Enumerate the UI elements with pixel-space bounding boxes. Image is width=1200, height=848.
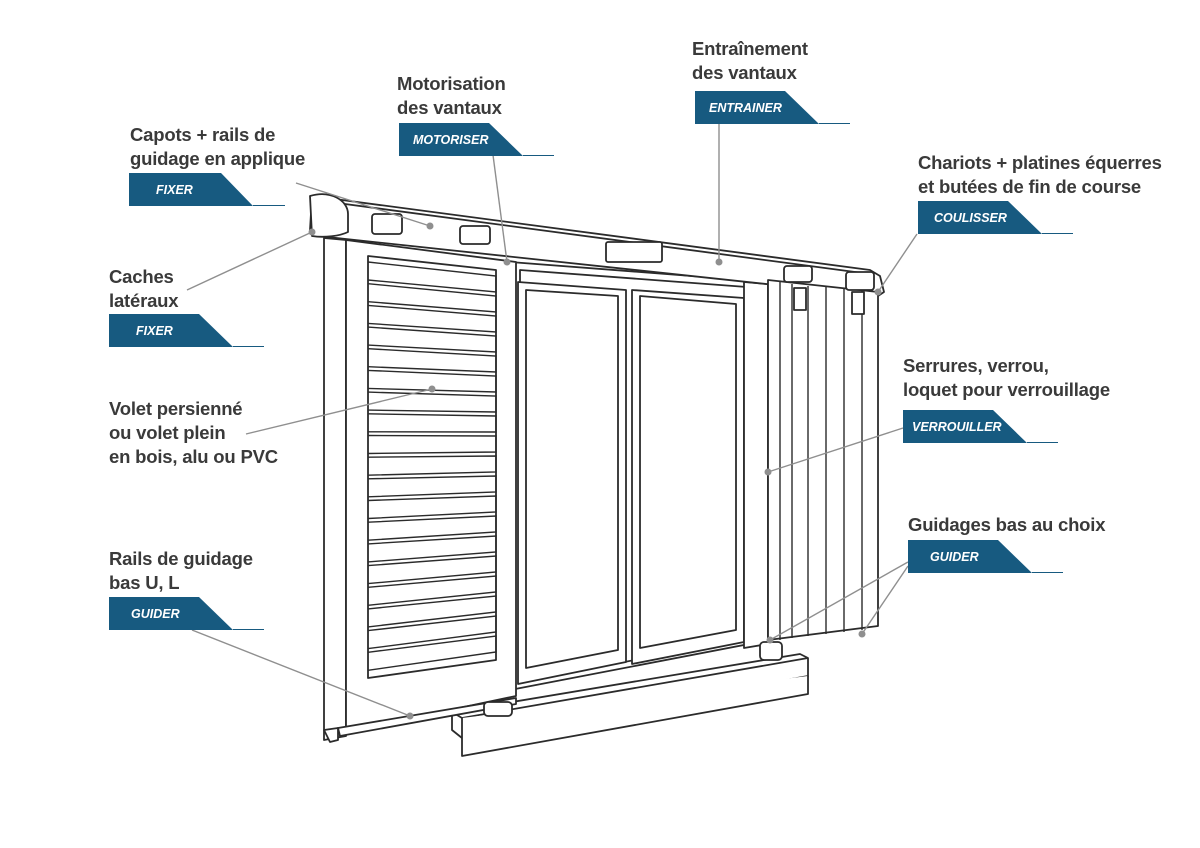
right-glass-door <box>631 289 745 665</box>
bottom-rail-left <box>337 697 517 737</box>
tag-label: GUIDER <box>930 550 979 564</box>
louver-slat <box>367 261 497 293</box>
leader-line <box>877 233 918 293</box>
leader-dot <box>308 228 316 236</box>
leader-dot <box>766 636 774 644</box>
louver-slat <box>367 555 497 585</box>
left-glass-door <box>517 281 627 685</box>
leader-line <box>245 388 433 435</box>
tag-label: FIXER <box>156 183 193 197</box>
label-line: Entraînement <box>692 38 808 59</box>
tag-guider-bas: GUIDER <box>908 540 1063 574</box>
tag-label: ENTRAINER <box>709 101 782 115</box>
louver-slat <box>367 304 497 333</box>
label-line: Serrures, verrou, <box>903 355 1049 376</box>
tag-guider-rails: GUIDER <box>109 597 264 631</box>
louver-slat <box>367 283 497 313</box>
leader-dot <box>874 288 882 296</box>
bottom-roller-left <box>483 701 513 717</box>
label-chariots: Chariots + platines équerres et butées d… <box>918 151 1162 199</box>
leader-line <box>492 154 508 263</box>
louver-slat <box>367 455 497 476</box>
label-serrures: Serrures, verrou, loquet pour verrouilla… <box>903 354 1110 402</box>
tag-label: COULISSER <box>934 211 1007 225</box>
leader-line <box>191 629 411 717</box>
label-capots: Capots + rails de guidage en applique <box>130 123 305 171</box>
leader-line <box>295 182 431 227</box>
leader-dot <box>764 468 772 476</box>
label-line: loquet pour verrouillage <box>903 379 1110 400</box>
louver-slat <box>367 495 497 520</box>
leader-dot <box>406 712 414 720</box>
leader-line <box>769 561 909 641</box>
tag-fixer-caches: FIXER <box>109 314 264 348</box>
label-motorisation: Motorisation des vantaux <box>397 72 506 120</box>
louver-slat <box>367 391 497 413</box>
tag-verrouiller: VERROUILLER <box>903 410 1058 444</box>
leader-line <box>767 427 904 473</box>
label-guidages-bas: Guidages bas au choix <box>908 513 1106 537</box>
louver-slat <box>367 413 497 433</box>
label-line: latéraux <box>109 290 179 311</box>
louver-slat <box>367 348 497 373</box>
label-line: Guidages bas au choix <box>908 514 1106 535</box>
louver-slat <box>367 615 497 650</box>
tag-label: FIXER <box>136 324 173 338</box>
tag-label: VERROUILLER <box>912 420 1002 434</box>
sill-front <box>461 676 809 757</box>
leader-dot <box>858 630 866 638</box>
leader-dot <box>428 385 436 393</box>
louver-slat <box>367 326 497 353</box>
tag-label: MOTORISER <box>413 133 489 147</box>
leader-line <box>861 565 909 635</box>
leader-dot <box>426 222 434 230</box>
label-volet: Volet persienné ou volet plein en bois, … <box>109 397 278 469</box>
louver-slat <box>367 635 497 671</box>
label-line: Volet persienné <box>109 398 243 419</box>
label-line: Capots + rails de <box>130 124 276 145</box>
left-post <box>323 237 347 741</box>
louver-slat <box>367 515 497 541</box>
label-line: des vantaux <box>397 97 502 118</box>
label-line: en bois, alu ou PVC <box>109 446 278 467</box>
tag-motoriser: MOTORISER <box>399 123 554 157</box>
tag-entrainer: ENTRAINER <box>695 91 850 125</box>
label-line: bas U, L <box>109 572 180 593</box>
label-line: ou volet plein <box>109 422 226 443</box>
plain-shutter <box>767 279 879 641</box>
label-line: et butées de fin de course <box>918 176 1142 197</box>
louver-slat <box>367 535 497 563</box>
label-line: Motorisation <box>397 73 506 94</box>
leader-dot <box>503 258 511 266</box>
leader-dot <box>715 258 723 266</box>
tag-label: GUIDER <box>131 607 180 621</box>
label-line: Chariots + platines équerres <box>918 152 1162 173</box>
label-line: Caches <box>109 266 174 287</box>
leader-line <box>186 231 313 291</box>
louver-slat <box>367 475 497 498</box>
left-end-cap <box>309 193 349 238</box>
tag-coulisser: COULISSER <box>918 201 1073 235</box>
label-caches: Caches latéraux <box>109 265 179 313</box>
tag-fixer-capots: FIXER <box>129 173 285 207</box>
bottom-roller-right <box>759 641 783 661</box>
label-entrainement: Entraînement des vantaux <box>692 37 808 85</box>
louver-slat <box>367 575 497 606</box>
label-line: Rails de guidage <box>109 548 253 569</box>
label-line: des vantaux <box>692 62 797 83</box>
louver-slat <box>367 434 497 455</box>
label-rails-bas: Rails de guidage bas U, L <box>109 547 253 595</box>
label-line: guidage en applique <box>130 148 306 169</box>
louver-slat <box>367 595 497 628</box>
